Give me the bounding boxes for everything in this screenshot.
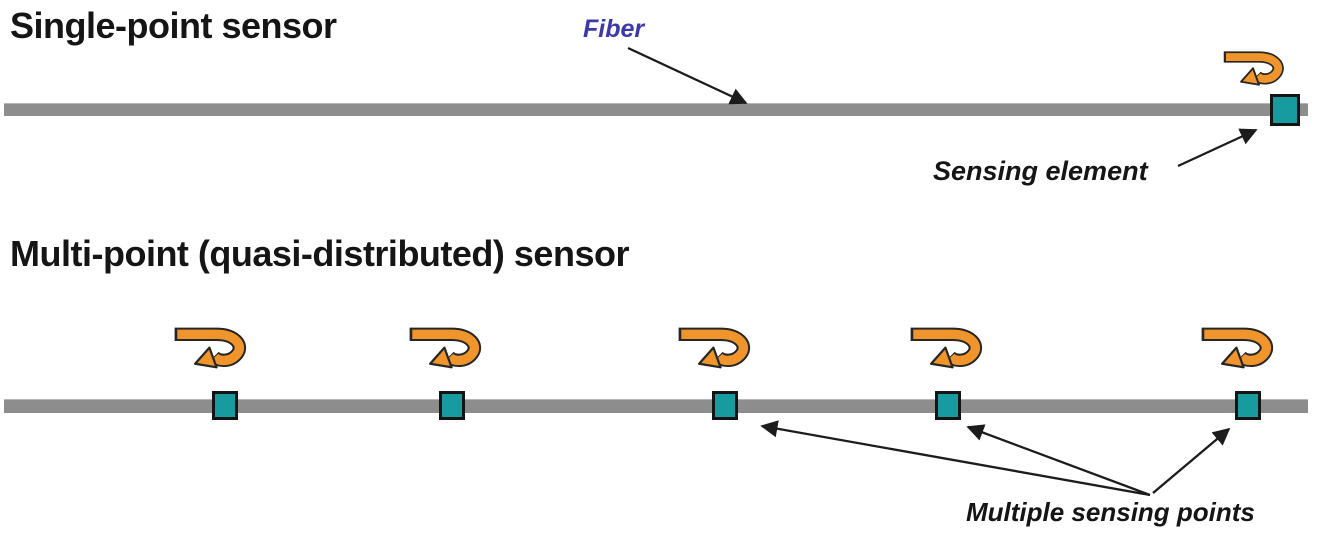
multi-pointer-line-left bbox=[760, 420, 1151, 497]
single-point-title: Single-point sensor bbox=[10, 5, 337, 46]
fiber-label: Fiber bbox=[583, 15, 645, 43]
sensing-point-marker bbox=[1235, 391, 1261, 420]
loop-arrow-icon bbox=[676, 320, 758, 370]
fiber-pointer-line bbox=[627, 46, 748, 105]
sensing-point-marker bbox=[439, 391, 465, 420]
sensing-point-marker bbox=[212, 391, 238, 420]
sensing-element-pointer-line bbox=[1177, 128, 1258, 168]
sensing-element-label: Sensing element bbox=[933, 156, 1148, 186]
multi-point-title: Multi-point (quasi-distributed) sensor bbox=[10, 233, 629, 274]
loop-arrow-icon bbox=[172, 320, 254, 370]
loop-arrow-icon bbox=[908, 320, 990, 370]
loop-arrow-icon bbox=[1199, 320, 1281, 370]
multi-pointer-line-right bbox=[1152, 427, 1231, 494]
multi-pointer-line-middle bbox=[966, 424, 1151, 497]
fiber-line-single bbox=[4, 103, 1308, 116]
multiple-sensing-points-label: Multiple sensing points bbox=[966, 497, 1255, 527]
loop-arrow-icon bbox=[407, 320, 489, 370]
loop-arrow-icon bbox=[1222, 45, 1290, 87]
sensing-point-marker bbox=[935, 391, 961, 420]
sensing-point-marker bbox=[712, 391, 738, 420]
sensing-element-marker bbox=[1270, 94, 1300, 126]
fiber-line-multi bbox=[4, 399, 1308, 413]
